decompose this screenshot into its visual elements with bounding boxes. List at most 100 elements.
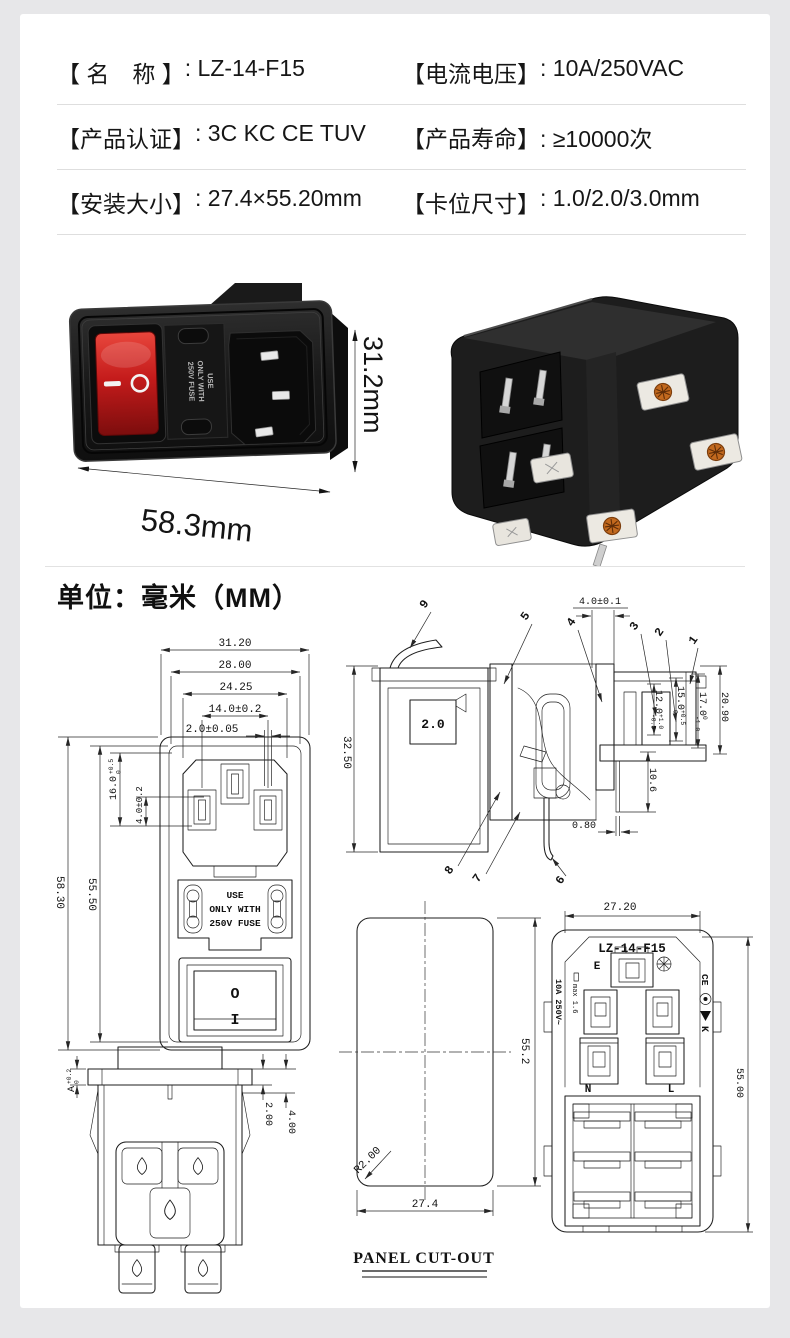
dim-pin-th: 0.80 xyxy=(572,821,596,832)
switch-on-label: I xyxy=(230,1012,239,1029)
screw-terminals xyxy=(492,373,743,546)
part-number-2: 2 xyxy=(652,625,668,639)
spec-label-lifetime: 【产品寿命】 xyxy=(402,126,540,152)
mount-wedge-left xyxy=(89,1089,99,1155)
dim-d15: 15.0 xyxy=(674,686,685,710)
dim-d17-up: 0 xyxy=(701,716,708,720)
module-photo-back-body xyxy=(450,296,743,566)
spec-label-clamp: 【卡位尺寸】 xyxy=(402,191,540,217)
side-view-dimensions xyxy=(346,607,727,853)
dim-pin-slot: 2.0±0.05 xyxy=(186,724,239,736)
switch-on-mark xyxy=(103,381,121,387)
dim-pin-v-dn: 0 xyxy=(116,770,123,774)
earth-label: E xyxy=(594,961,601,973)
socket-flange-section xyxy=(599,744,707,762)
unit-heading: 单位：毫米（MM） xyxy=(57,583,300,613)
fuse-pin xyxy=(543,797,554,861)
live-label: L xyxy=(668,1084,675,1096)
dim-d20: 20.90 xyxy=(718,692,729,722)
part-number-5: 5 xyxy=(518,609,534,623)
part-number-1: 1 xyxy=(686,633,702,647)
cutout-height: 55.2 xyxy=(518,1038,530,1064)
rocker-lever xyxy=(389,639,443,669)
top-face xyxy=(464,302,716,362)
back-height-dim: 55.00 xyxy=(733,1068,744,1098)
cutout-dimensions xyxy=(356,917,541,1216)
switch-terminal-block xyxy=(564,1095,701,1233)
terminal-pin xyxy=(615,760,620,813)
inlet-pin-neutral xyxy=(254,426,274,438)
spec-row-cert: 【产品认证】: 3C KC CE TUV 【产品寿命】: ≥10000次 xyxy=(57,105,746,170)
photo-height-label: 31.2mm xyxy=(358,336,388,434)
spec-cell-size: 【安装大小】: 27.4×55.20mm xyxy=(57,185,402,219)
dim-top: 4.0±0.1 xyxy=(579,597,621,608)
faston-right xyxy=(645,1037,685,1085)
dim-2: 2.00 xyxy=(262,1102,273,1126)
bottom-view-dimensions xyxy=(70,1054,296,1108)
product-photo-front: USE ONLY WITH 250V FUSE xyxy=(68,283,388,549)
technical-drawings: USE ONLY WITH 250V FUSE O I xyxy=(53,597,753,1294)
dim-d12: 12.0 xyxy=(652,690,663,714)
inlet-terminal-right xyxy=(645,989,680,1035)
dim-pin-pitch: 14.0±0.2 xyxy=(209,704,262,716)
part-number-3: 3 xyxy=(627,619,643,633)
fuse-clip-icon xyxy=(177,327,209,345)
dim-width-inner: 28.00 xyxy=(218,660,251,672)
section-divider xyxy=(45,566,745,567)
faston-left xyxy=(579,1037,619,1085)
fuse-note-label: max 1.6 xyxy=(570,984,578,1013)
pin-earth xyxy=(220,763,250,805)
part-number-6: 6 xyxy=(553,873,569,887)
spec-label-voltage: 【电流电压】 xyxy=(402,61,540,87)
fuse-warning-line2: ONLY WITH xyxy=(209,904,261,915)
fuse-warning-line3: 250V FUSE xyxy=(186,362,196,402)
cutout-title: PANEL CUT-OUT xyxy=(353,1250,494,1267)
fuse-clip-icon xyxy=(267,884,287,934)
screw-icon xyxy=(656,956,672,972)
inlet-pin-live xyxy=(271,390,290,401)
dim-4: 4.00 xyxy=(285,1110,296,1134)
spec-cell-clamp: 【卡位尺寸】: 1.0/2.0/3.0mm xyxy=(402,185,700,219)
spec-cell-lifetime: 【产品寿命】: ≥10000次 xyxy=(402,120,652,154)
fuse-warning-line2: ONLY WITH xyxy=(196,360,206,402)
fuse-symbol-icon xyxy=(573,972,579,982)
inlet-terminal-left xyxy=(583,989,618,1035)
back-view-dimensions xyxy=(564,911,753,1233)
clip-box xyxy=(409,699,457,745)
mount-wedge-right xyxy=(241,1089,251,1155)
spec-cell-name: 【 名 称 】: LZ-14-F15 xyxy=(57,55,402,89)
dim-width-outer: 31.20 xyxy=(218,638,251,650)
dim-a-dn: 0 xyxy=(74,1080,81,1084)
product-card xyxy=(20,14,770,1308)
spec-cell-cert: 【产品认证】: 3C KC CE TUV xyxy=(57,120,402,154)
cert-triangle-icon xyxy=(700,1011,711,1021)
inlet-pin-earth xyxy=(260,350,279,361)
dim-d12-dn: -0.5 xyxy=(650,714,657,729)
spec-table: 【 名 称 】: LZ-14-F15 【电流电压】: 10A/250VAC 【产… xyxy=(57,40,746,235)
rocker-switch-photo[interactable] xyxy=(87,323,167,445)
part-number-9: 9 xyxy=(417,597,433,611)
dim-height-inner: 55.50 xyxy=(85,878,97,911)
back-view-drawing: LZ-14-F15 E 10A xyxy=(543,902,753,1233)
back-width-dim: 27.20 xyxy=(603,902,636,914)
dim-height: 32.50 xyxy=(340,736,352,769)
spec-row-size: 【安装大小】: 27.4×55.20mm 【卡位尺寸】: 1.0/2.0/3.0… xyxy=(57,170,746,235)
spec-label-cert: 【产品认证】 xyxy=(57,126,195,152)
cutout-width: 27.4 xyxy=(412,1199,439,1211)
cert-k-label: K xyxy=(698,1026,709,1032)
spec-value-size: : 27.4×55.20mm xyxy=(195,185,362,211)
dim-d15-up: +0.5 xyxy=(679,710,686,725)
spec-value-name: : LZ-14-F15 xyxy=(184,55,305,81)
rocker-switch-drawing: O I xyxy=(178,957,292,1043)
neutral-label: N xyxy=(585,1084,592,1096)
product-photo-back xyxy=(450,296,743,566)
cert-ce-label: CE xyxy=(699,974,710,986)
spec-cell-voltage: 【电流电压】: 10A/250VAC xyxy=(402,55,684,89)
front-view-dimensions xyxy=(58,647,310,1051)
iec-recess-outline xyxy=(182,759,288,867)
fuse-holder-photo: USE ONLY WITH 250V FUSE xyxy=(163,322,229,440)
pin-left xyxy=(187,789,217,831)
earth-terminal xyxy=(610,946,654,988)
rating-label: 10A 250V~ xyxy=(553,979,563,1025)
